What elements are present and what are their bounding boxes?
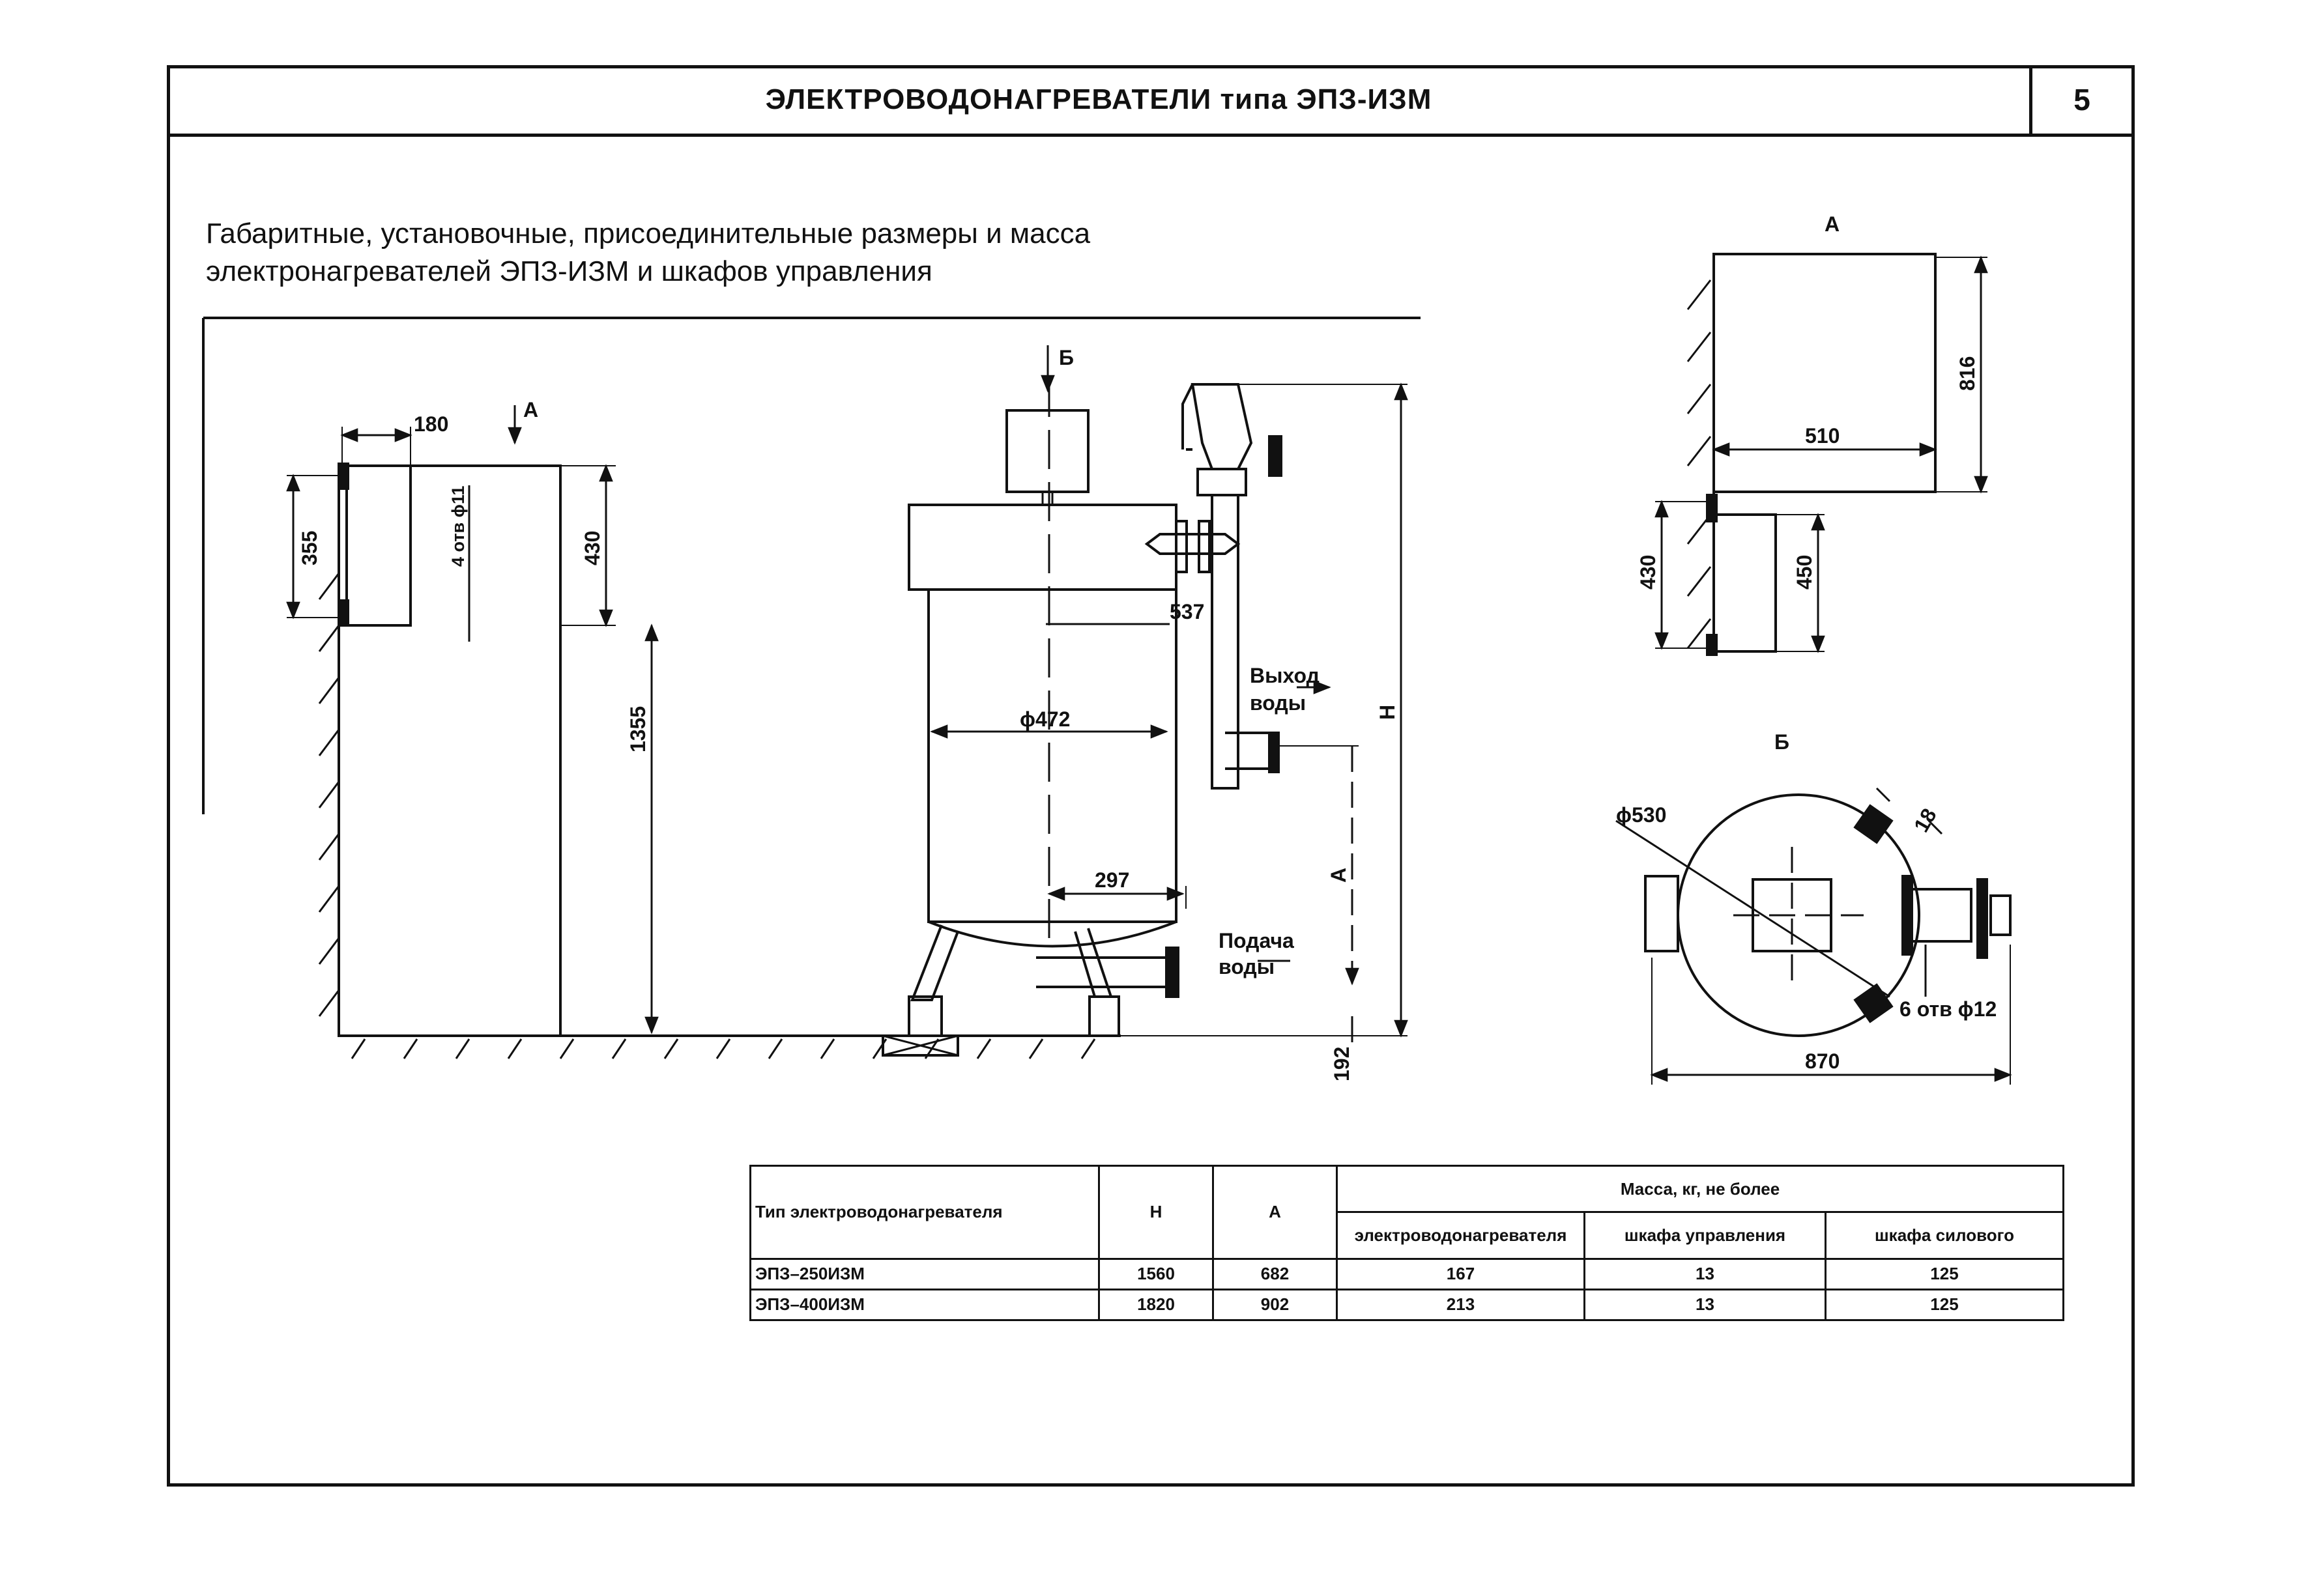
dim-297: 297 — [1095, 868, 1129, 892]
label-dim-h: Н — [1376, 705, 1399, 720]
caption-line-1: Габаритные, установочные, присоединитель… — [206, 218, 1091, 249]
side-flange — [1144, 533, 1241, 555]
header-type: Тип электроводонагревателя — [749, 1165, 1100, 1260]
dim-180: 180 — [414, 412, 448, 436]
label-view-b-title: Б — [1774, 730, 1789, 754]
dim-1355: 1355 — [626, 706, 650, 752]
foot-left — [908, 995, 943, 1037]
control-cabinet-side — [345, 464, 412, 627]
leg-left — [910, 924, 959, 1001]
caption-line-2: электронагревателей ЭПЗ-ИЗМ и шкафов упр… — [206, 255, 932, 287]
cell-a: 682 — [1212, 1257, 1338, 1290]
cell-control: 13 — [1583, 1288, 1826, 1322]
table-row: ЭПЗ–400ИЗМ 1820 902 213 13 125 — [749, 1288, 2064, 1322]
drawing-caption: Габаритные, установочные, присоединитель… — [206, 215, 1249, 291]
tank-bottom — [928, 920, 1177, 948]
outlet-elbow — [1191, 383, 1253, 470]
table-subheader-row: электроводонагревателя шкафа управления … — [751, 1211, 2064, 1260]
title-separator — [2029, 65, 2032, 134]
dim-472: ϕ472 — [1020, 707, 1070, 731]
terminal-box — [1005, 409, 1090, 493]
dim-537: 537 — [1170, 600, 1204, 623]
mass-table: Тип электроводонагревателя Н А Масса, кг… — [749, 1164, 2064, 1322]
header-mass-control: шкафа управления — [1583, 1211, 1826, 1260]
mount-bracket-top — [338, 463, 349, 490]
dim-816: 816 — [1956, 356, 1979, 391]
inlet-pipe — [1036, 956, 1166, 988]
dim-510: 510 — [1805, 424, 1840, 448]
heater-cover — [908, 504, 1177, 591]
document-title: ЭЛЕКТРОВОДОНАГРЕВАТЕЛИ типа ЭПЗ-ИЗМ — [765, 83, 1432, 115]
cell-type: ЭПЗ–400ИЗМ — [749, 1288, 1100, 1322]
label-outlet-line2: воды — [1250, 691, 1306, 715]
table-row: ЭПЗ–250ИЗМ 1560 682 167 13 125 — [749, 1257, 2064, 1290]
header-a: А — [1212, 1165, 1338, 1260]
cell-type: ЭПЗ–250ИЗМ — [749, 1257, 1100, 1290]
label-outlet-line1: Выход — [1250, 664, 1320, 687]
title-block: ЭЛЕКТРОВОДОНАГРЕВАТЕЛИ типа ЭПЗ-ИЗМ 5 — [167, 65, 2135, 137]
header-mass-group: Масса, кг, не более — [1336, 1164, 2064, 1214]
plan-lug-bottom — [1853, 983, 1894, 1023]
label-inlet-line1: Подача — [1219, 929, 1294, 952]
heater-tank — [927, 588, 1177, 923]
label-view-a-title: А — [1825, 212, 1840, 236]
header-mass-heater: электроводонагревателя — [1336, 1211, 1585, 1260]
label-view-a-arrow: А — [523, 398, 538, 421]
page-number: 5 — [2073, 82, 2090, 117]
support-pad — [882, 1034, 959, 1057]
plan-lug-top — [1853, 804, 1894, 844]
sheet-frame — [167, 65, 2135, 1487]
cell-h: 1560 — [1098, 1257, 1214, 1290]
view-a-wall-hatch — [1686, 279, 1712, 649]
dim-355: 355 — [298, 531, 321, 565]
label-view-b-arrow: Б — [1059, 346, 1074, 369]
dim-450: 450 — [1793, 555, 1816, 590]
label-holes-top: 4 отв ϕ11 — [448, 486, 468, 567]
dim-192: 192 — [1330, 1047, 1353, 1081]
header-h: Н — [1098, 1165, 1214, 1260]
dim-430-left: 430 — [581, 531, 604, 565]
label-dim-a: А — [1327, 868, 1350, 883]
header-mass-power: шкафа силового — [1825, 1211, 2064, 1260]
view-a-cabinet-upper — [1712, 253, 1937, 493]
cell-power: 125 — [1825, 1288, 2064, 1322]
mount-bracket-bottom — [338, 599, 349, 627]
cell-heater: 167 — [1336, 1257, 1585, 1290]
floor-hatching — [351, 1038, 1096, 1059]
dim-430-right: 430 — [1636, 555, 1660, 590]
label-holes-bottom: 6 отв ϕ12 — [1899, 997, 1997, 1021]
cell-heater: 213 — [1336, 1288, 1585, 1322]
outlet-pipe — [1211, 494, 1239, 790]
wall-hatching — [318, 573, 340, 1017]
dim-870: 870 — [1805, 1049, 1840, 1073]
foot-right — [1088, 995, 1120, 1037]
view-a-cabinet-lower — [1712, 513, 1777, 653]
outlet-flange-top — [1196, 468, 1247, 496]
cell-h: 1820 — [1098, 1288, 1214, 1322]
cell-power: 125 — [1825, 1257, 2064, 1290]
label-inlet-line2: воды — [1219, 955, 1275, 978]
cell-control: 13 — [1583, 1257, 1826, 1290]
table-header-row: Тип электроводонагревателя Н А Масса, кг… — [749, 1164, 2064, 1260]
dim-530: ϕ530 — [1616, 803, 1666, 827]
dim-18: 18 — [1909, 805, 1941, 836]
cell-a: 902 — [1212, 1288, 1338, 1322]
